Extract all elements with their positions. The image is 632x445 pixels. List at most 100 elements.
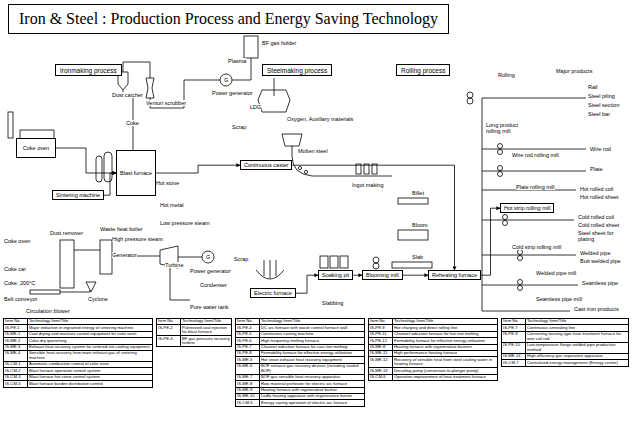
- table-cell: IS-PE-10: [502, 342, 526, 353]
- table-cell: IS-CM-4: [4, 381, 28, 387]
- part-label: Circulation blower: [26, 308, 70, 314]
- flow-arrow: [292, 165, 454, 270]
- equipment-box: Reheating furnace: [428, 270, 481, 280]
- blooming-rolls: [373, 263, 379, 269]
- part-label: Cold rolled coil: [578, 214, 614, 220]
- part-label: Dust remover: [50, 230, 83, 236]
- mill-rolls: [498, 172, 503, 177]
- mill-rolls: [518, 256, 523, 261]
- technology-table: Item No.Technology Item/TitleIS-PE-4DC a…: [235, 318, 365, 407]
- table-cell: IS-CM-5: [236, 400, 260, 406]
- table-cell: Low-temperature flange welded pipe produ…: [526, 342, 629, 353]
- mill-rolls: [498, 150, 503, 155]
- table-cell: IS-CM-6: [369, 374, 393, 380]
- cdq-plant: [178, 257, 202, 258]
- electric-furnace: [256, 260, 284, 279]
- part-label: Coke oven: [4, 238, 30, 244]
- equipment-box: Soaking pit: [318, 270, 353, 280]
- table-cell: IS-CM-7: [502, 360, 526, 366]
- table-cell: IS-PE-9: [502, 331, 526, 342]
- node-text: Rolling process: [401, 67, 445, 74]
- soaking-pit: [340, 256, 348, 268]
- ladle: [282, 134, 302, 146]
- part-label: Hot rolled sheet: [580, 194, 619, 200]
- semi-product: [392, 198, 432, 268]
- table-body: Item No.Technology Item/TitleIS-PE-2Pulv…: [157, 319, 232, 347]
- part-label: Scrap: [232, 124, 246, 130]
- part-label: G: [206, 254, 210, 260]
- technology-table: Item No.Technology Item/TitleIS-PE-1Majo…: [3, 318, 153, 388]
- gas-holder: [244, 36, 258, 58]
- node-text: Blast furnace: [120, 170, 152, 176]
- table-body: Item No.Technology Item/TitleIS-PE-1Majo…: [4, 319, 153, 388]
- table-cell: Sensible heat recovery from main exhaust…: [28, 350, 153, 361]
- node-text: Electric furnace: [254, 290, 292, 296]
- mill-rolls: [518, 286, 523, 291]
- table-cell: Converting twisting-type heat treatment …: [526, 331, 629, 342]
- cdq-plant: [100, 240, 112, 274]
- mill-rolls: [498, 144, 503, 149]
- semi-product: [392, 262, 432, 268]
- node-text: Ironmaking process: [60, 67, 117, 74]
- part-label: Steel section: [588, 102, 620, 108]
- part-label: Welded pipe mill: [536, 270, 576, 276]
- flow-arrow: [56, 148, 116, 173]
- hot-stove: [96, 156, 102, 182]
- section-header: Ironmaking process: [55, 64, 122, 76]
- dust-catcher: [118, 62, 150, 90]
- part-label: Turbine: [165, 262, 183, 268]
- part-label: Wire rod rolling mill: [512, 152, 559, 158]
- cdq-plant: [86, 282, 96, 292]
- converter: [258, 78, 290, 112]
- converter: [274, 78, 275, 96]
- rolling-line: [482, 98, 586, 311]
- node-text: Coke oven: [23, 145, 49, 151]
- part-label: Steel bar: [588, 111, 610, 117]
- table-row: IS-CM-5Energy saving operation of electr…: [236, 400, 365, 406]
- equipment-box: Continuous caster: [240, 160, 292, 170]
- flow-arrow: [481, 208, 500, 275]
- table-cell: Recovery of sensible heat from steel coo…: [393, 357, 498, 368]
- part-label: Steel piling: [588, 93, 615, 99]
- part-label: Plasma: [228, 58, 246, 64]
- table-cell: IS-PE-3: [157, 336, 181, 347]
- part-label: Ingot making: [352, 182, 384, 188]
- table-row: IS-ME-6BOF exhaust gas recovery devices …: [236, 363, 365, 374]
- semi-product: [398, 198, 428, 204]
- venturi-scrubber: [146, 78, 220, 108]
- coke-oven-stack: [8, 112, 54, 138]
- part-label: Scrap: [234, 256, 248, 262]
- equipment-box: Sintering machine: [52, 190, 104, 200]
- venturi-scrubber: [146, 78, 154, 98]
- section-header: Rolling process: [396, 64, 450, 76]
- flow-arrow: [296, 275, 318, 293]
- part-label: Rail: [588, 84, 597, 90]
- page-title: Iron & Steel : Production Process and En…: [8, 4, 449, 34]
- table-cell: IS-ME-6: [236, 363, 260, 374]
- part-label: Belt conveyor: [4, 296, 37, 302]
- part-label: Power generator: [212, 90, 253, 96]
- equipment-box: Coke oven: [16, 138, 56, 158]
- cdq-plant: [74, 250, 100, 251]
- part-label: Hot metal: [160, 202, 184, 208]
- equipment-box: Blooming mill: [362, 270, 403, 280]
- part-label: Slabbing: [322, 300, 343, 306]
- table-body: Item No.Technology Item/TitleIS-PE-7Cont…: [502, 319, 629, 367]
- table-row: IS-PE-2Pulverized coal injection for bla…: [157, 325, 232, 336]
- equipment-box: Electric furnace: [250, 288, 296, 298]
- part-label: BF gas holder: [262, 40, 296, 46]
- part-label: Coke, 200°C: [4, 280, 35, 286]
- soaking-pit: [330, 256, 338, 268]
- rolling-line: [482, 98, 586, 311]
- part-label: Butt welded pipe: [580, 258, 621, 264]
- part-label: Hot stove: [156, 180, 179, 186]
- mill-rolls: [467, 92, 473, 98]
- generator-symbol: [202, 74, 232, 263]
- cdq-plant: [30, 290, 60, 294]
- coke-oven-stack: [20, 130, 54, 138]
- part-label: High pressure steam: [112, 236, 163, 242]
- caster-strand: [298, 166, 301, 169]
- part-label: Coke: [126, 120, 139, 126]
- table-row: IS-PE-9Converting twisting-type heat tre…: [502, 331, 629, 342]
- node-text: Steelmaking process: [267, 67, 327, 74]
